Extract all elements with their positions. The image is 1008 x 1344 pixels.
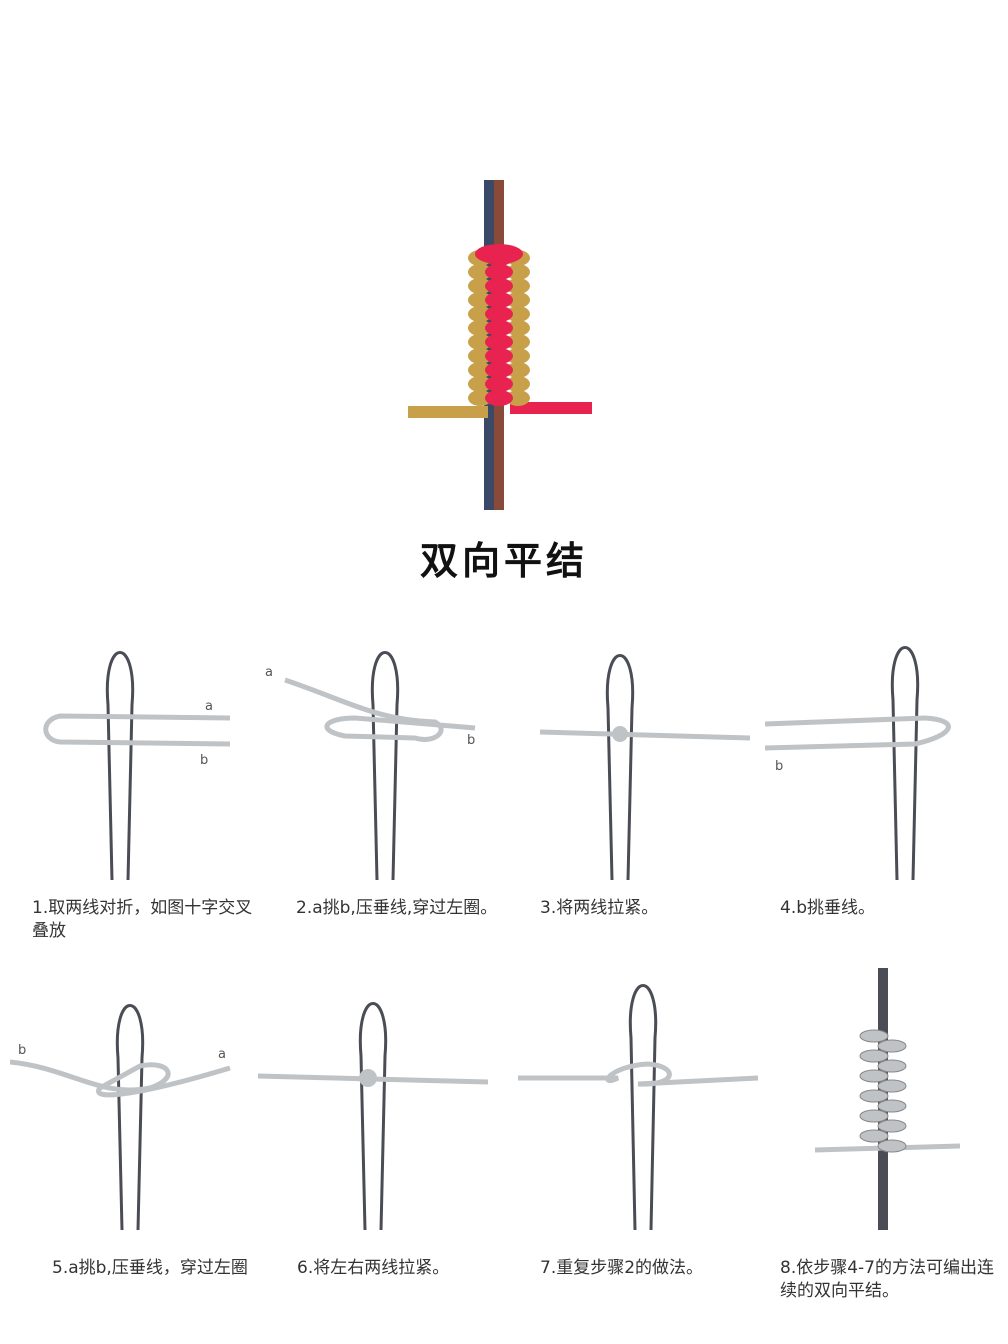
step-4-caption: 4.b挑垂线。 xyxy=(780,898,876,918)
step-6-caption: 6.将左右两线拉紧。 xyxy=(297,1258,450,1278)
step-5-caption: 5.a挑b,压垂线，穿过左圈 xyxy=(52,1258,248,1278)
cord-label: a xyxy=(218,1047,226,1062)
knot-step-illustration xyxy=(258,1002,489,1231)
knot-step-illustration xyxy=(518,984,759,1231)
finished-knot-photo xyxy=(408,180,592,510)
cord-label: b xyxy=(467,733,475,748)
step-4-diagram: b xyxy=(765,630,1008,895)
cord-label: b xyxy=(775,759,783,774)
step-3-caption: 3.将两线拉紧。 xyxy=(540,898,659,918)
step-8-diagram xyxy=(770,968,1008,1233)
cord-label: a xyxy=(265,665,273,680)
knot-step-illustration xyxy=(539,654,751,881)
cord-label: b xyxy=(18,1043,26,1058)
step-3-diagram xyxy=(520,630,770,895)
knot-step-illustration xyxy=(814,968,961,1230)
step-1-caption: 1.取两线对折，如图十字交叉叠放 xyxy=(32,898,253,941)
step-7-caption: 7.重复步骤2的做法。 xyxy=(540,1258,704,1278)
step-6-diagram xyxy=(258,968,508,1233)
knot-step-illustration: ab xyxy=(43,651,231,881)
step-8-caption: 8.依步骤4-7的方法可编出连续的双向平结。 xyxy=(780,1258,994,1301)
cord-label: a xyxy=(205,699,213,714)
knot-step-illustration: b xyxy=(765,646,951,881)
page-title: 双向平结 xyxy=(419,539,588,583)
cord-label: b xyxy=(200,753,208,768)
knot-step-illustration: ab xyxy=(265,651,475,881)
step-2-caption: 2.a挑b,压垂线,穿过左圈。 xyxy=(296,898,498,918)
step-7-diagram xyxy=(518,968,768,1233)
